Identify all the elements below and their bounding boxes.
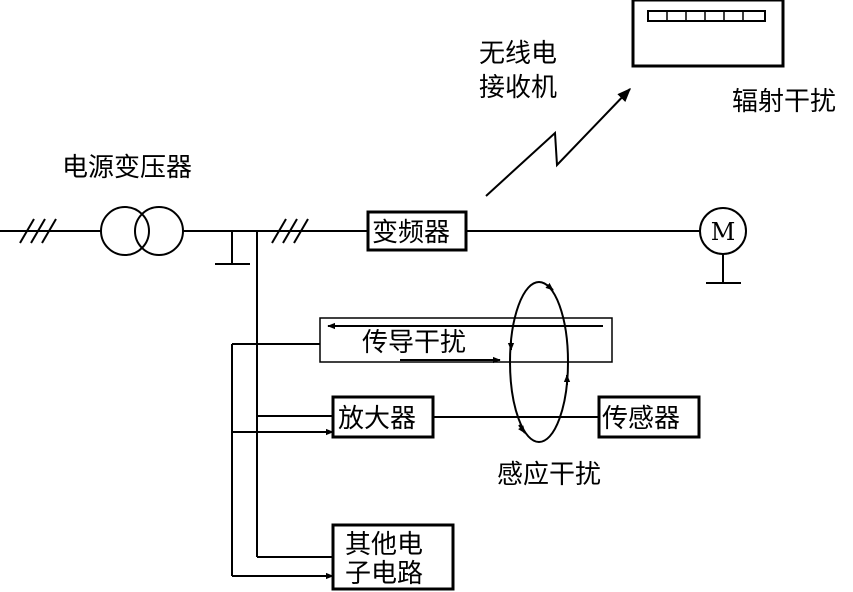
transformer-label: 电源变压器 <box>62 153 192 183</box>
radio-label-line1: 无线电 <box>479 39 557 69</box>
inverter-box: 变频器 <box>366 210 468 252</box>
motor-icon: M <box>699 207 747 284</box>
ground-icon <box>215 231 250 265</box>
radio-receiver <box>631 0 785 68</box>
conducted-label: 传导干扰 <box>362 328 466 358</box>
sensor-box: 传感器 <box>597 395 701 439</box>
other-label-line1: 其他电 <box>345 530 423 560</box>
induced-label: 感应干扰 <box>497 460 601 490</box>
conducted-interference: 传导干扰 <box>319 317 613 364</box>
amplifier-box: 放大器 <box>331 395 435 439</box>
radiated-arrow <box>485 87 631 197</box>
three-phase-marks-right <box>271 218 309 244</box>
induced-interference-loop <box>507 281 571 443</box>
other-circuits-box: 其他电 子电路 <box>331 523 455 591</box>
inverter-label: 变频器 <box>372 218 450 248</box>
radio-label-line2: 接收机 <box>479 73 557 103</box>
distribution-lines <box>231 231 334 580</box>
sensor-label: 传感器 <box>602 404 680 434</box>
radiated-label: 辐射干扰 <box>732 87 836 117</box>
transformer-symbol-icon <box>100 206 184 256</box>
three-phase-marks-left <box>19 218 57 244</box>
other-label-line2: 子电路 <box>345 559 423 589</box>
amplifier-label: 放大器 <box>338 404 416 434</box>
receiver-display-icon <box>647 10 766 22</box>
motor-label: M <box>711 218 736 246</box>
